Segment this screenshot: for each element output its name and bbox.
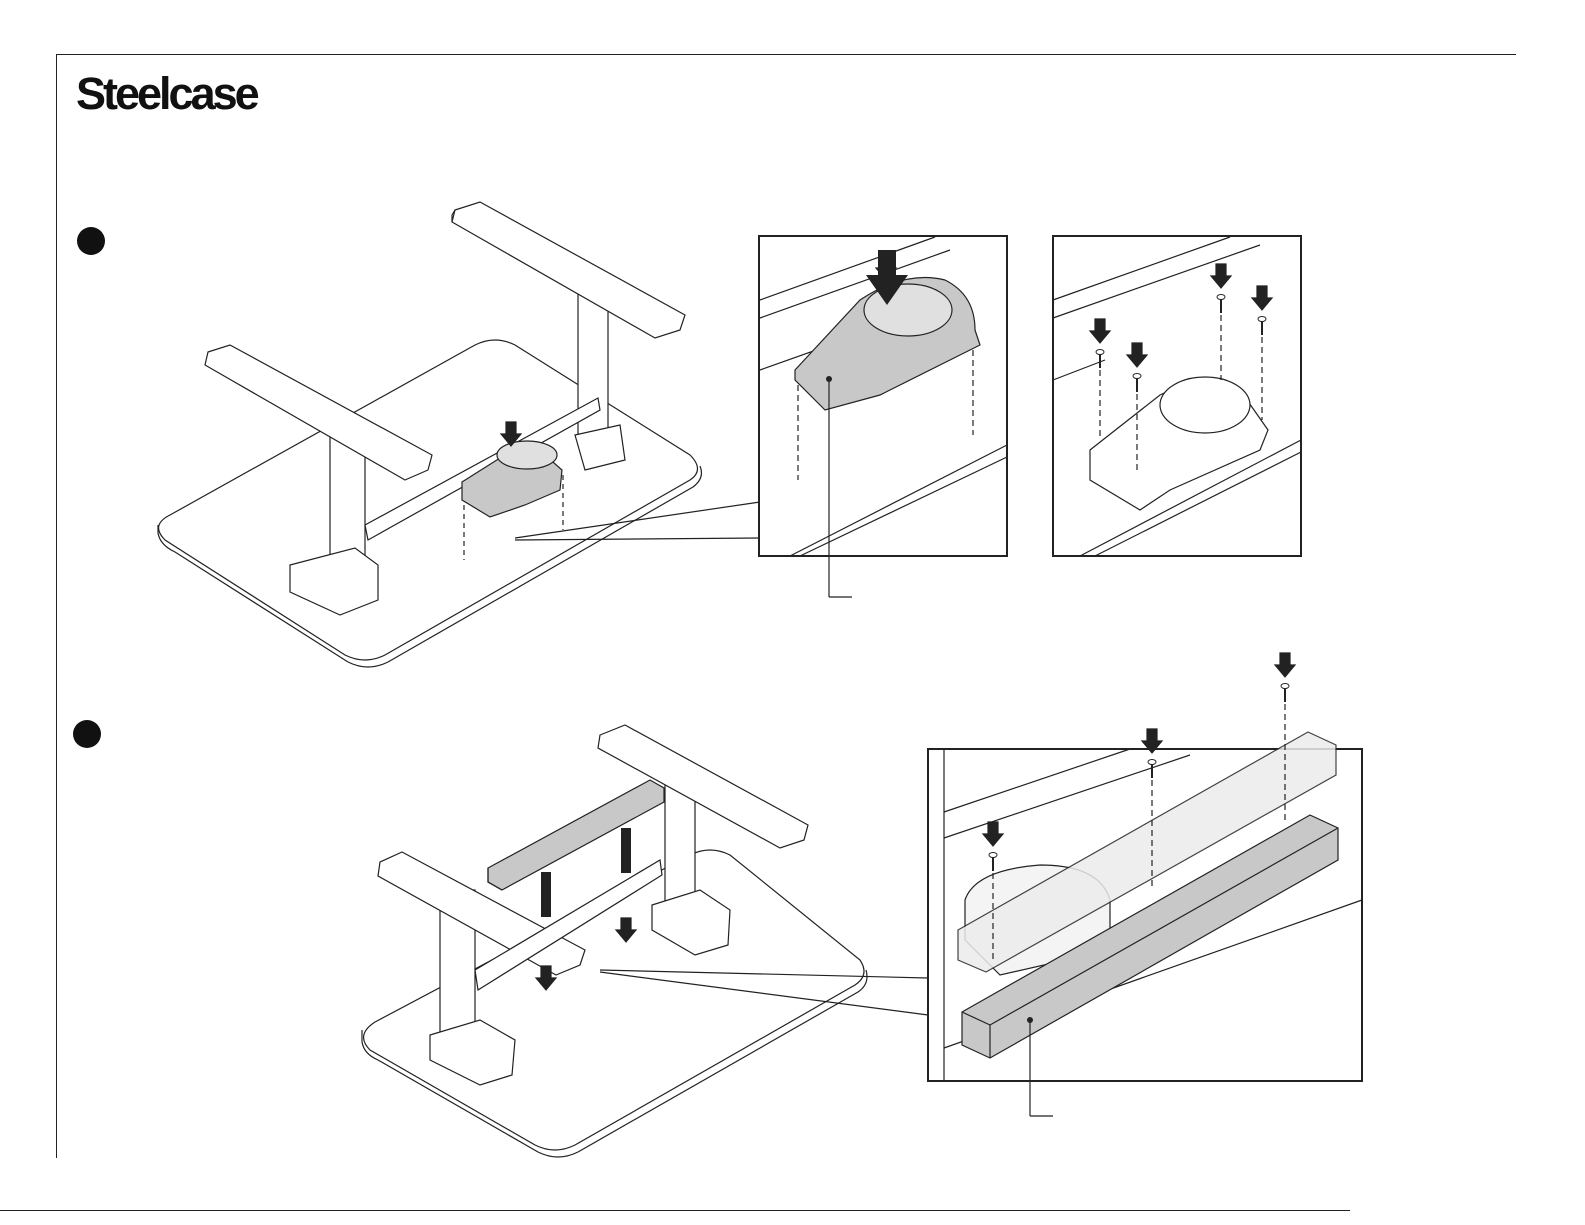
step-1-detail-a [759,236,1007,597]
foot-rear [452,202,685,338]
foot-front [378,852,585,975]
step-2-main-view [362,725,928,1157]
step-2-detail [928,653,1362,1116]
arrow-down-icon [1275,653,1295,677]
step-1-main-view [158,202,760,667]
step-1-detail-b [1053,236,1301,556]
screw-icon [1281,684,1289,703]
